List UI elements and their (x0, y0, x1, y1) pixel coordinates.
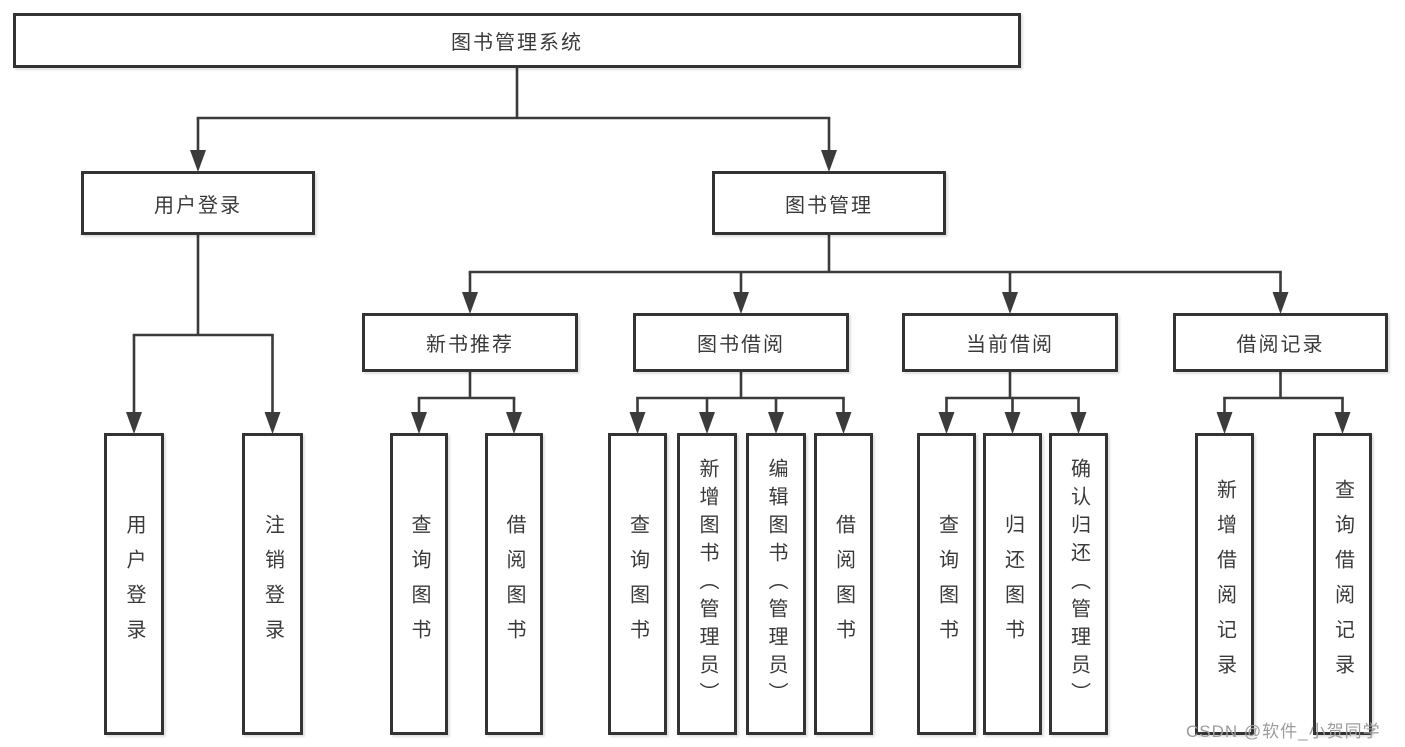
leaf-add-borrow-record: 新增借阅记录 (1195, 433, 1254, 735)
leaf-label: 查询借阅记录 (1331, 479, 1354, 689)
node-current-borrowing: 当前借阅 (902, 313, 1118, 372)
leaf-return-books: 归还图书 (983, 433, 1042, 735)
leaf-label: 归还图书 (1001, 514, 1024, 654)
leaf-label: 新增图书（管理员） (696, 458, 718, 710)
leaf-label: 借阅图书 (832, 514, 855, 654)
node-new-book-recommendation: 新书推荐 (362, 313, 578, 372)
leaf-search-books: 查询图书 (917, 433, 976, 735)
leaf-search-books: 查询图书 (390, 433, 448, 735)
node-label: 图书管理 (785, 194, 873, 217)
leaf-search-books: 查询图书 (608, 433, 667, 735)
node-user-login: 用户登录 (81, 171, 315, 235)
leaf-label: 编辑图书（管理员） (765, 458, 787, 710)
csdn-watermark: CSDN @软件_小贺同学 (1186, 722, 1381, 741)
leaf-label: 注销登录 (261, 514, 284, 654)
node-label: 新书推荐 (426, 334, 514, 356)
node-label: 图书借阅 (697, 334, 785, 356)
node-label: 用户登录 (154, 194, 242, 217)
leaf-search-borrow-record: 查询借阅记录 (1313, 433, 1372, 735)
leaf-label: 确认归还（管理员） (1067, 458, 1090, 710)
leaf-label: 新增借阅记录 (1213, 479, 1236, 689)
leaf-label: 查询图书 (626, 514, 649, 654)
node-book-borrowing: 图书借阅 (633, 313, 849, 372)
node-label: 当前借阅 (966, 334, 1054, 356)
leaf-add-books-admin: 新增图书（管理员） (677, 433, 737, 735)
leaf-label: 用户登录 (123, 514, 145, 654)
node-label: 借阅记录 (1236, 334, 1325, 356)
leaf-borrow-books: 借阅图书 (814, 433, 873, 735)
node-borrowing-records: 借阅记录 (1173, 313, 1388, 372)
leaf-confirm-return-admin: 确认归还（管理员） (1049, 433, 1108, 735)
leaf-borrow-books: 借阅图书 (485, 433, 543, 735)
leaf-label: 查询图书 (935, 514, 958, 654)
node-label: 图书管理系统 (451, 32, 583, 54)
leaf-user-login: 用户登录 (104, 433, 164, 735)
node-book-management: 图书管理 (712, 171, 946, 235)
leaf-label: 查询图书 (408, 514, 430, 654)
leaf-logout: 注销登录 (242, 433, 303, 735)
node-library-management-system: 图书管理系统 (13, 13, 1021, 68)
leaf-label: 借阅图书 (503, 514, 525, 654)
leaf-edit-books-admin: 编辑图书（管理员） (746, 433, 806, 735)
